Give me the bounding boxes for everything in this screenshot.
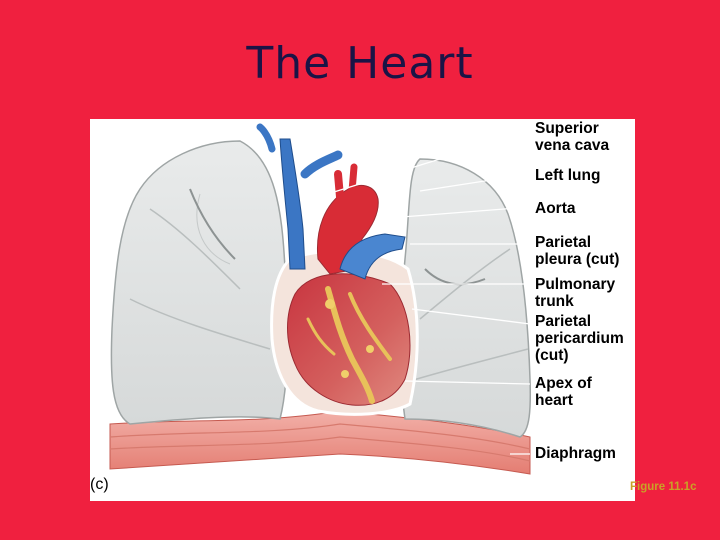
label-parietal-pericardium: Parietal pericardium (cut) xyxy=(535,313,624,364)
label-aorta: Aorta xyxy=(535,200,576,217)
superior-vena-cava-shape xyxy=(279,138,306,270)
slide-title: The Heart xyxy=(246,38,474,89)
right-lung-shape xyxy=(110,140,289,425)
figure-reference: Figure 11.1c xyxy=(630,481,697,493)
label-apex-of-heart: Apex of heart xyxy=(535,375,592,409)
heart-diagram-panel: Superior vena cava Left lung Aorta Parie… xyxy=(90,119,635,501)
diaphragm-shape xyxy=(109,410,531,475)
pulmonary-trunk-shape xyxy=(339,233,406,280)
aorta-shape xyxy=(316,184,379,275)
heart-illustration xyxy=(109,123,532,475)
label-pulmonary-trunk: Pulmonary trunk xyxy=(535,276,616,310)
left-lung-shape xyxy=(399,158,532,438)
panel-letter: (c) xyxy=(90,476,109,493)
label-pointer-lines xyxy=(304,130,531,455)
label-left-lung: Left lung xyxy=(535,167,601,184)
label-superior-vena-cava: Superior vena cava xyxy=(535,120,610,154)
label-parietal-pleura: Parietal pleura (cut) xyxy=(535,234,620,268)
heart-shape xyxy=(287,273,411,406)
label-diaphragm: Diaphragm xyxy=(535,445,616,462)
